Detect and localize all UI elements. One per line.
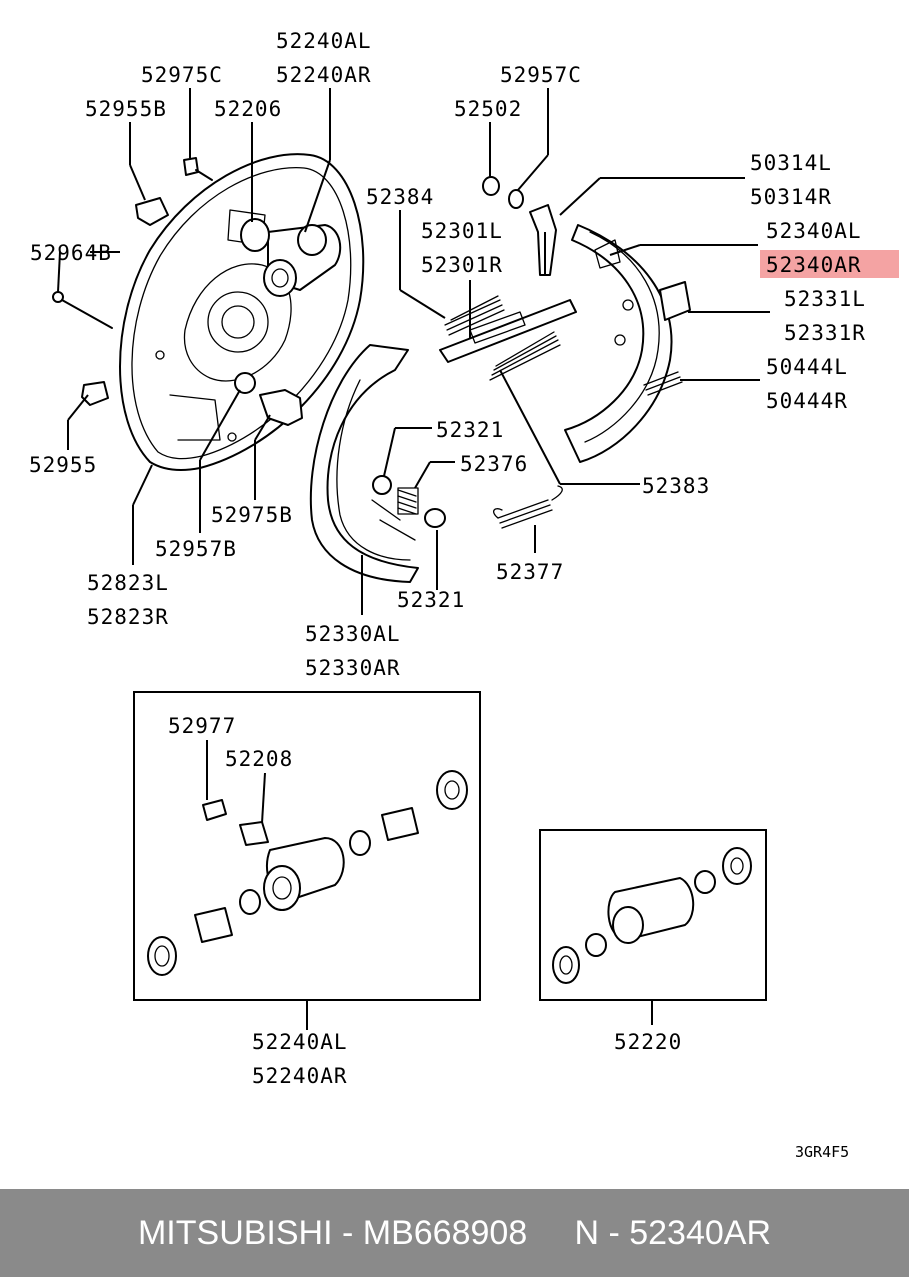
label-52377: 52377	[496, 560, 564, 584]
label-52240AL-bottom: 52240AL	[252, 1030, 348, 1054]
label-52340AL: 52340AL	[766, 219, 862, 243]
label-52975B: 52975B	[211, 503, 293, 527]
retainer-cup-52321-a	[372, 475, 392, 495]
label-52330AR: 52330AR	[305, 656, 401, 680]
lever-50314	[529, 204, 557, 276]
retainer-cup-52321-b	[424, 508, 446, 528]
bolt-52964B	[52, 291, 113, 329]
box1-leaders	[206, 740, 308, 1030]
label-52502: 52502	[454, 97, 522, 121]
label-50314L: 50314L	[750, 151, 832, 175]
label-52823R: 52823R	[87, 605, 169, 629]
adjuster-52301	[439, 299, 577, 363]
label-52321-a: 52321	[436, 418, 504, 442]
cap-52955	[81, 381, 109, 406]
highlight-box	[760, 250, 899, 278]
label-52331R: 52331R	[784, 321, 866, 345]
label-52301R: 52301R	[421, 253, 503, 277]
label-52957C: 52957C	[500, 63, 582, 87]
label-50314R: 50314R	[750, 185, 832, 209]
label-52383: 52383	[642, 474, 710, 498]
spring-50444	[643, 371, 683, 396]
brake-shoe-52330A	[309, 344, 419, 583]
label-52330AL: 52330AL	[305, 622, 401, 646]
label-52240AL-top: 52240AL	[276, 29, 372, 53]
label-52975C: 52975C	[141, 63, 223, 87]
label-52955: 52955	[29, 453, 97, 477]
shoe-assembly-52340A	[564, 224, 673, 463]
label-52240AR-bottom: 52240AR	[252, 1064, 348, 1088]
label-52823L: 52823L	[87, 571, 169, 595]
label-52321-b: 52321	[397, 588, 465, 612]
label-52955B: 52955B	[85, 97, 167, 121]
label-52206: 52206	[214, 97, 282, 121]
spring-52383	[489, 331, 561, 381]
washer-52957C	[508, 189, 524, 209]
spring-52384	[444, 295, 505, 336]
parts-diagram: 52240AL 52240AR 52975C 52955B 52206 5295…	[29, 29, 899, 1161]
spring-52377	[493, 485, 563, 529]
label-50444L: 50444L	[766, 355, 848, 379]
spring-52376	[397, 487, 419, 515]
label-52957B: 52957B	[155, 537, 237, 561]
footer-bar: MITSUBISHI - MB668908 N - 52340AR	[0, 1189, 909, 1277]
bracket-52331	[659, 281, 691, 321]
exploded-cylinder-52220	[552, 847, 752, 984]
label-52220: 52220	[614, 1030, 682, 1054]
leader-lines	[57, 88, 770, 615]
label-52301L: 52301L	[421, 219, 503, 243]
footer-text: MITSUBISHI - MB668908 N - 52340AR	[137, 1213, 772, 1252]
label-52208: 52208	[225, 747, 293, 771]
nut-52957B	[234, 372, 256, 394]
diagram-code: 3GR4F5	[795, 1143, 849, 1161]
label-50444R: 50444R	[766, 389, 848, 413]
label-52331L: 52331L	[784, 287, 866, 311]
label-52977: 52977	[168, 714, 236, 738]
bleeder-screw-52975C	[183, 157, 213, 181]
label-52340AR: 52340AR	[766, 253, 862, 277]
wheel-cylinder-on-plate	[240, 218, 342, 297]
cap-52955B	[135, 197, 169, 226]
label-52240AR-top: 52240AR	[276, 63, 372, 87]
label-52384: 52384	[366, 185, 434, 209]
part-labels: 52240AL 52240AR 52975C 52955B 52206 5295…	[29, 29, 866, 1161]
nut-52502	[482, 176, 500, 196]
label-52376: 52376	[460, 452, 528, 476]
exploded-cylinder-52240A	[147, 770, 468, 976]
label-52964B: 52964B	[30, 241, 112, 265]
